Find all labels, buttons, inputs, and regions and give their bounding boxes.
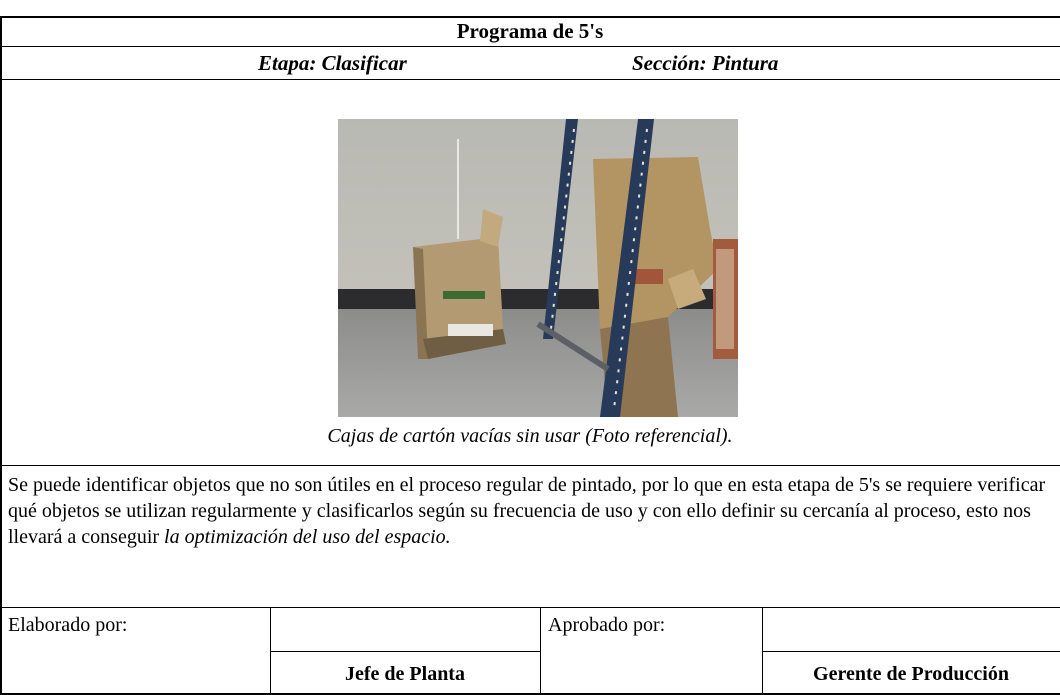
document-frame — [0, 16, 1060, 695]
photo-caption: Cajas de cartón vacías sin usar (Foto re… — [327, 425, 733, 447]
approved-by-role: Gerente de Producción — [813, 663, 1009, 685]
document-title: Programa de 5's — [0, 16, 1060, 47]
description-emphasis: la optimización del uso del espacio. — [164, 526, 451, 548]
divider — [762, 651, 1060, 652]
divider — [540, 608, 541, 695]
approved-by-label: Aprobado por: — [548, 614, 666, 636]
stage-label: Etapa: Clasificar — [258, 51, 407, 75]
reference-photo — [338, 119, 738, 417]
signature-table: Elaborado por: Jefe de Planta Aprobado p… — [0, 608, 1060, 695]
divider — [270, 651, 540, 652]
prepared-by-role: Jefe de Planta — [345, 663, 465, 685]
photo-section: Cajas de cartón vacías sin usar (Foto re… — [0, 80, 1060, 466]
prepared-by-label: Elaborado por: — [8, 614, 128, 636]
description-text: Se puede identificar objetos que no son … — [0, 466, 1060, 608]
reference-photo-image — [338, 119, 738, 417]
description-regular: Se puede identificar objetos que no son … — [8, 474, 1046, 548]
section-label: Sección: Pintura — [632, 51, 779, 75]
stage-row: Etapa: Clasificar Sección: Pintura — [0, 47, 1060, 80]
